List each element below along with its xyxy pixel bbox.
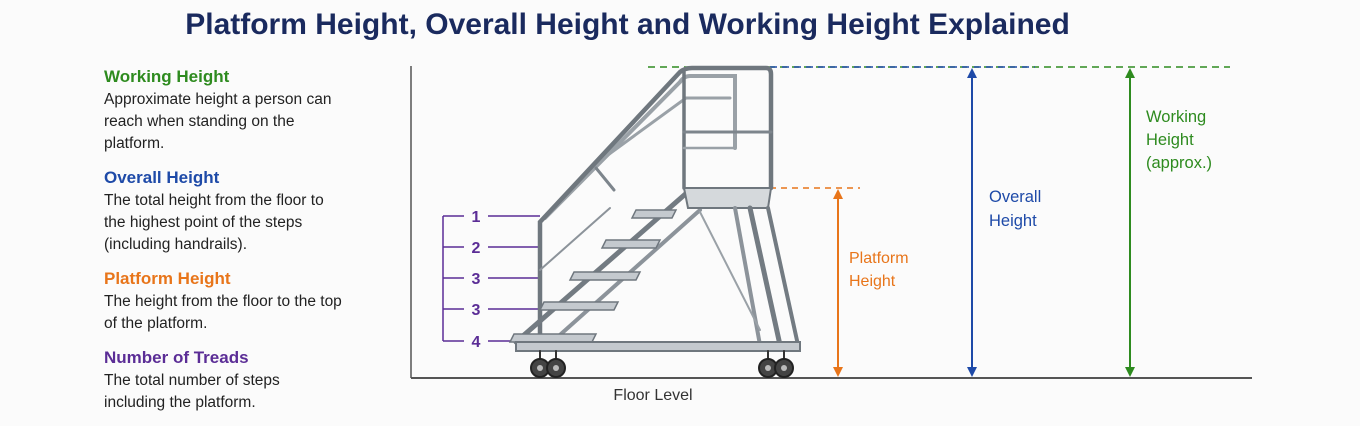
legend-text: The total height from the floor to the h…	[104, 192, 324, 253]
tread-numbers: 1 2 3 3 4	[472, 209, 481, 351]
tread-number: 3	[472, 271, 481, 288]
legend-working-height: Working Height Approximate height a pers…	[104, 66, 404, 155]
legend-number-of-treads: Number of Treads The total number of ste…	[104, 347, 404, 414]
floor-label: Floor Level	[613, 387, 692, 404]
working-height-label: Working Height (approx.)	[1146, 108, 1212, 172]
platform-height-label: Platform Height	[849, 250, 913, 290]
legend-text: Approximate height a person can reach wh…	[104, 91, 332, 152]
diagram: Floor Level Platform Height Overall Heig…	[410, 65, 1252, 404]
legend-heading: Overall Height	[104, 168, 220, 187]
tread-number: 4	[472, 334, 481, 351]
legend-text: The total number of steps including the …	[104, 372, 280, 411]
tread-number: 2	[472, 240, 481, 257]
legend-heading: Platform Height	[104, 269, 231, 288]
tread-bracket	[442, 215, 540, 342]
rolling-ladder-illustration	[508, 65, 801, 378]
tread-number: 1	[472, 209, 481, 226]
page-title: Platform Height, Overall Height and Work…	[185, 8, 1070, 41]
legend-heading: Number of Treads	[104, 348, 249, 367]
legend: Working Height Approximate height a pers…	[104, 66, 404, 426]
overall-height-label: Overall Height	[989, 188, 1046, 230]
legend-platform-height: Platform Height The height from the floo…	[104, 268, 404, 335]
legend-heading: Working Height	[104, 67, 230, 86]
tread-number: 3	[472, 302, 481, 319]
legend-text: The height from the floor to the top of …	[104, 293, 342, 332]
legend-overall-height: Overall Height The total height from the…	[104, 167, 404, 256]
